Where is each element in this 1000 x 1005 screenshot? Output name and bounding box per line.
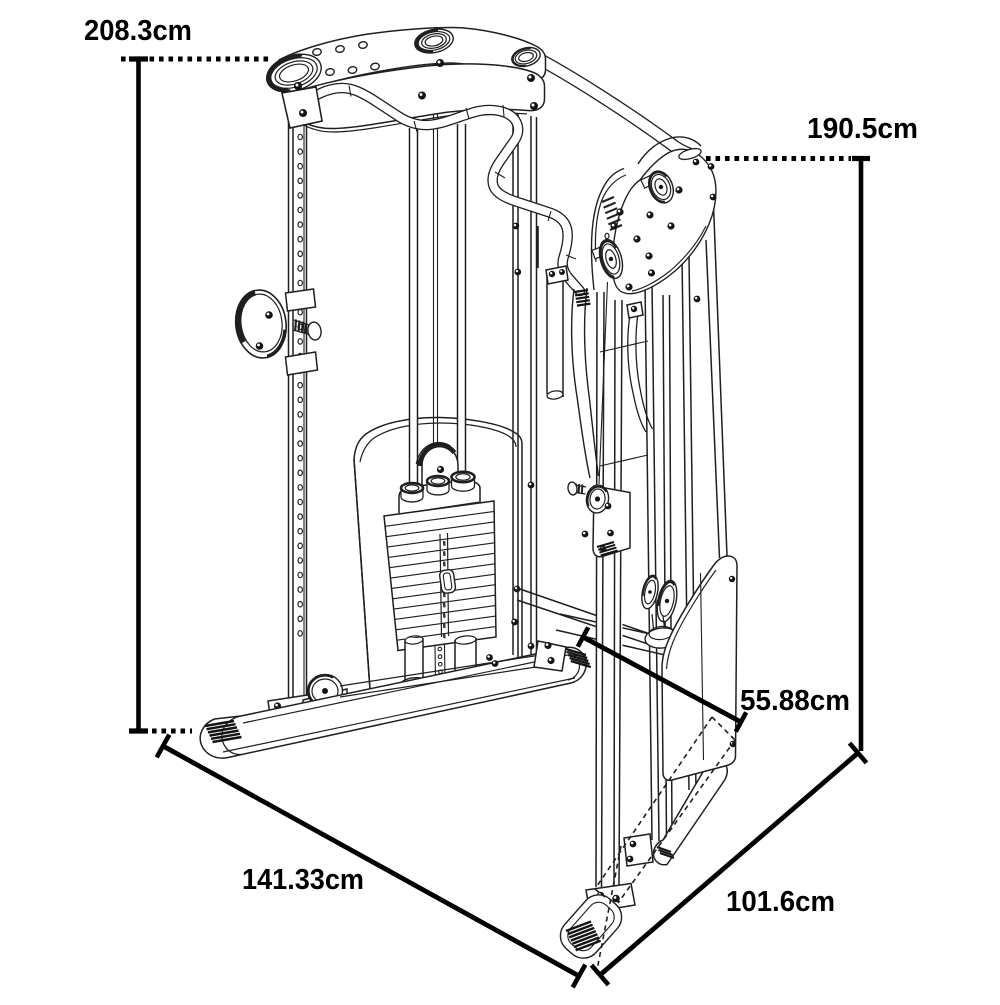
- svg-text:208.3cm: 208.3cm: [84, 15, 192, 47]
- svg-text:55.88cm: 55.88cm: [740, 685, 850, 717]
- svg-text:141.33cm: 141.33cm: [242, 864, 364, 896]
- svg-text:101.6cm: 101.6cm: [726, 886, 835, 918]
- svg-text:190.5cm: 190.5cm: [807, 113, 918, 145]
